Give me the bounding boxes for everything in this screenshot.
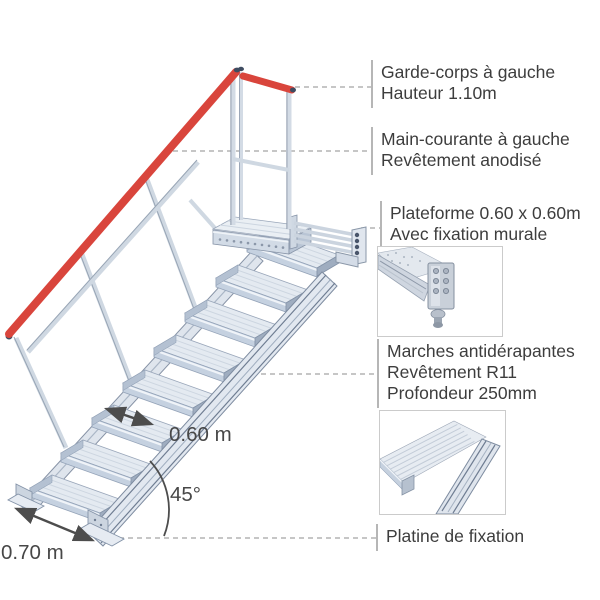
wall-bracket-photo [378,247,455,328]
step-width-label: 0.60 m [169,423,232,446]
callout-line: Plateforme 0.60 x 0.60m [390,203,581,223]
callout-line: Revêtement anodisé [381,150,542,170]
callout-line: Garde-corps à gauche [381,62,556,82]
red-handrails [5,66,296,340]
wall-fixation-bracket [289,214,367,268]
handrail-posts [13,159,224,450]
right-stringer [87,271,338,547]
callout-line: Marches antidérapantes [387,341,575,361]
base-depth-arrow [14,507,95,542]
guardrail-mid-rail [232,157,290,172]
callout-garde-corps: Garde-corps à gauche Hauteur 1.10m [371,60,555,108]
foot-plate-left [7,483,45,513]
leader-lines [101,86,382,539]
tread-photo [380,420,501,514]
platform-guardrail [230,72,292,229]
callout-line: Platine de fixation [386,526,525,546]
step-width-arrow [103,406,155,427]
callout-platine: Platine de fixation [376,524,524,551]
guardrail-top-rail-red [239,72,296,94]
callout-main-courante: Main-courante à gauche Revêtement anodis… [371,127,570,175]
angle-arc [149,460,170,537]
inset-marche-antiderapante [379,410,506,515]
callout-line: Main-courante à gauche [381,129,570,149]
inset-fixation-murale [377,246,503,337]
angle-label: 45° [170,483,201,506]
callout-plateforme: Plateforme 0.60 x 0.60m Avec fixation mu… [380,201,581,249]
callout-marches: Marches antidérapantes Revêtement R11 Pr… [377,339,575,408]
callout-line: Profondeur 250mm [387,383,537,403]
base-depth-label: 0.70 m [1,541,64,564]
callout-line: Hauteur 1.10m [381,83,497,103]
dimension-annotations: 0.60 m 45° 0.70 m [1,406,232,564]
knee-rail [26,160,200,354]
callout-line: Revêtement R11 [387,362,518,382]
callout-line: Avec fixation murale [390,224,548,244]
stair-handrail-red [5,68,240,338]
